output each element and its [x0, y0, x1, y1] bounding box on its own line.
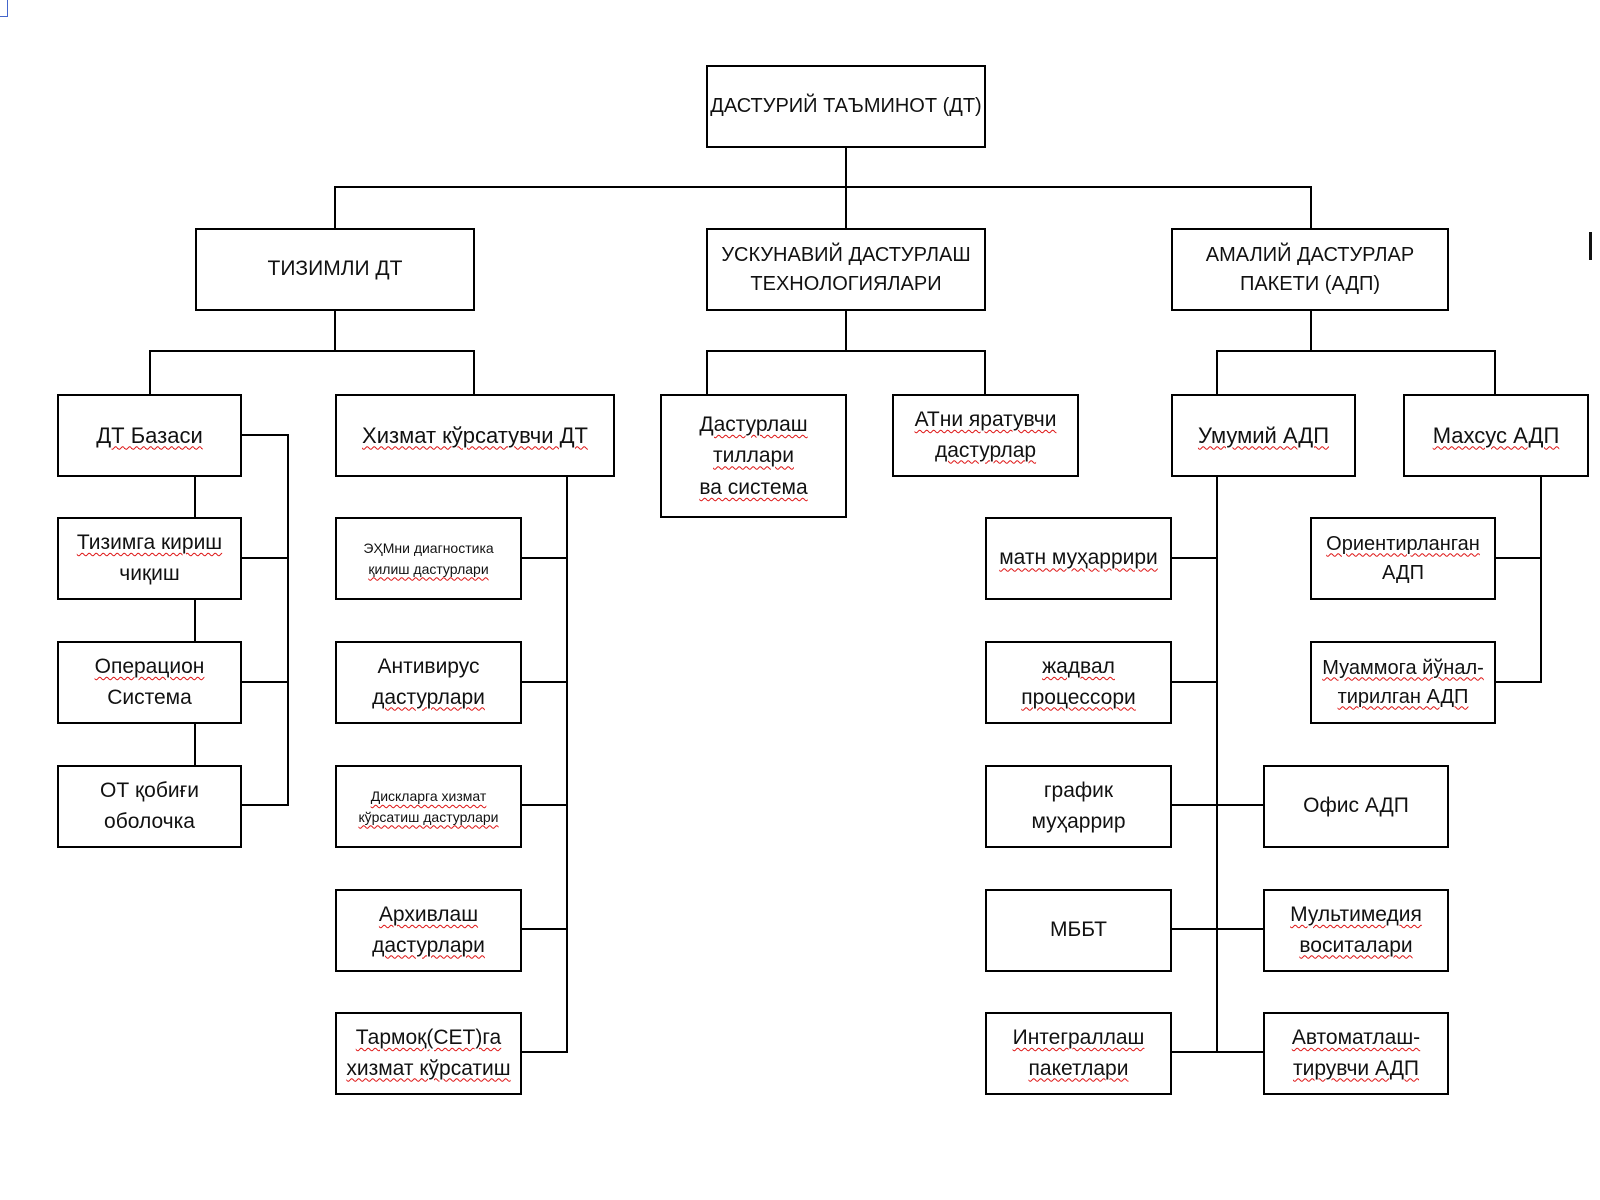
login-logout-node: Тизимга кириш чиқиш	[57, 517, 242, 600]
os-shell-node: ОТ қобиғи оболочка	[57, 765, 242, 848]
network-service-node: Тармоқ(СЕТ)га хизмат кўрсатиш	[335, 1012, 522, 1095]
diagnostics-programs-node: ЭҲМни диагностика қилиш дастурлари	[335, 517, 522, 600]
automation-packages-node: Автоматлаш- тирувчи АДП	[1263, 1012, 1449, 1095]
office-packages-node: Офис АДП	[1263, 765, 1449, 848]
service-software-node: Хизмат кўрсатувчи ДТ	[335, 394, 615, 477]
special-packages-node: Махсус АДП	[1403, 394, 1589, 477]
disk-service-programs-node: Дискларга хизмат кўрсатиш дастурлари	[335, 765, 522, 848]
graphics-editor-node: график муҳаррир	[985, 765, 1172, 848]
archiving-programs-node: Архивлаш дастурлари	[335, 889, 522, 972]
dbms-node: МББТ	[985, 889, 1172, 972]
integration-packages-node: Интеграллаш пакетлари	[985, 1012, 1172, 1095]
spreadsheet-node: жадвал процессори	[985, 641, 1172, 724]
page-corner-marker	[0, 0, 8, 17]
antivirus-programs-node: Антивирус дастурлари	[335, 641, 522, 724]
text-cursor	[1589, 232, 1592, 260]
root-node: ДАСТУРИЙ ТАЪМИНОТ (ДТ)	[706, 65, 986, 148]
operating-system-node: Операцион Система	[57, 641, 242, 724]
programming-languages-node: Дастурлаш тиллари ва система	[660, 394, 847, 518]
software-base-node: ДТ Базаси	[57, 394, 242, 477]
text-editor-node: матн муҳаррири	[985, 517, 1172, 600]
system-software-node: ТИЗИМЛИ ДТ	[195, 228, 475, 311]
applied-packages-node: АМАЛИЙ ДАСТУРЛАР ПАКЕТИ (АДП)	[1171, 228, 1449, 311]
general-packages-node: Умумий АДП	[1171, 394, 1356, 477]
multimedia-tools-node: Мультимедия воситалари	[1263, 889, 1449, 972]
problem-oriented-packages-node: Муаммога йўнал- тирилган АДП	[1310, 641, 1496, 724]
oriented-packages-node: Ориентирланган АДП	[1310, 517, 1496, 600]
programming-tools-node: УСКУНАВИЙ ДАСТУРЛАШ ТЕХНОЛОГИЯЛАРИ	[706, 228, 986, 311]
ai-creator-programs-node: АТни яратувчи дастурлар	[892, 394, 1079, 477]
